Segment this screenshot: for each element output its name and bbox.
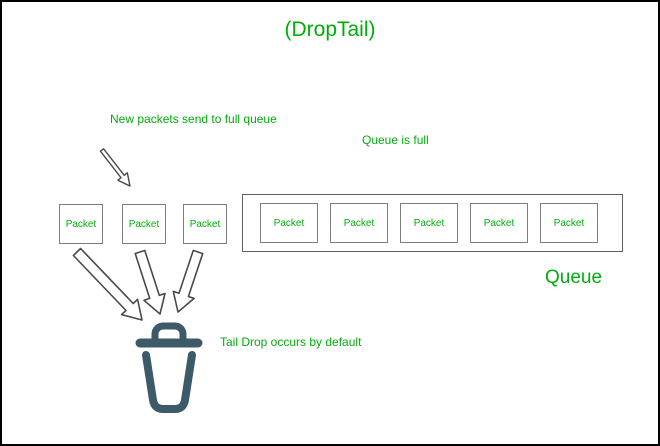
trash-can-icon (135, 322, 203, 413)
packet-label: Packet (65, 218, 97, 230)
queue-packet-box: Packet (400, 203, 458, 243)
queue-packet-box: Packet (330, 203, 388, 243)
label-queue-full: Queue is full (362, 133, 429, 147)
label-new-packets: New packets send to full queue (110, 112, 277, 126)
packet-label: Packet (413, 217, 445, 229)
queue-packet-box: Packet (260, 203, 318, 243)
queue-container: Packet Packet Packet Packet Packet (242, 194, 623, 252)
drop-arrow-icon (134, 249, 166, 315)
packet-label: Packet (483, 217, 515, 229)
queue-packet-box: Packet (540, 203, 598, 243)
incoming-packet-box: Packet (59, 204, 103, 244)
queue-packet-box: Packet (470, 203, 528, 243)
packet-label: Packet (343, 217, 375, 229)
incoming-packet-box: Packet (183, 204, 227, 244)
label-queue: Queue (545, 267, 603, 288)
drop-arrow-icon (172, 249, 204, 313)
label-tail-drop: Tail Drop occurs by default (220, 335, 362, 349)
packet-label: Packet (189, 218, 221, 230)
incoming-arrow-icon (99, 148, 131, 187)
packet-label: Packet (273, 217, 305, 229)
packet-label: Packet (553, 217, 585, 229)
incoming-packet-box: Packet (122, 204, 166, 244)
diagram-title: (DropTail) (284, 18, 376, 41)
drop-arrow-icon (72, 247, 143, 321)
packet-label: Packet (128, 218, 160, 230)
